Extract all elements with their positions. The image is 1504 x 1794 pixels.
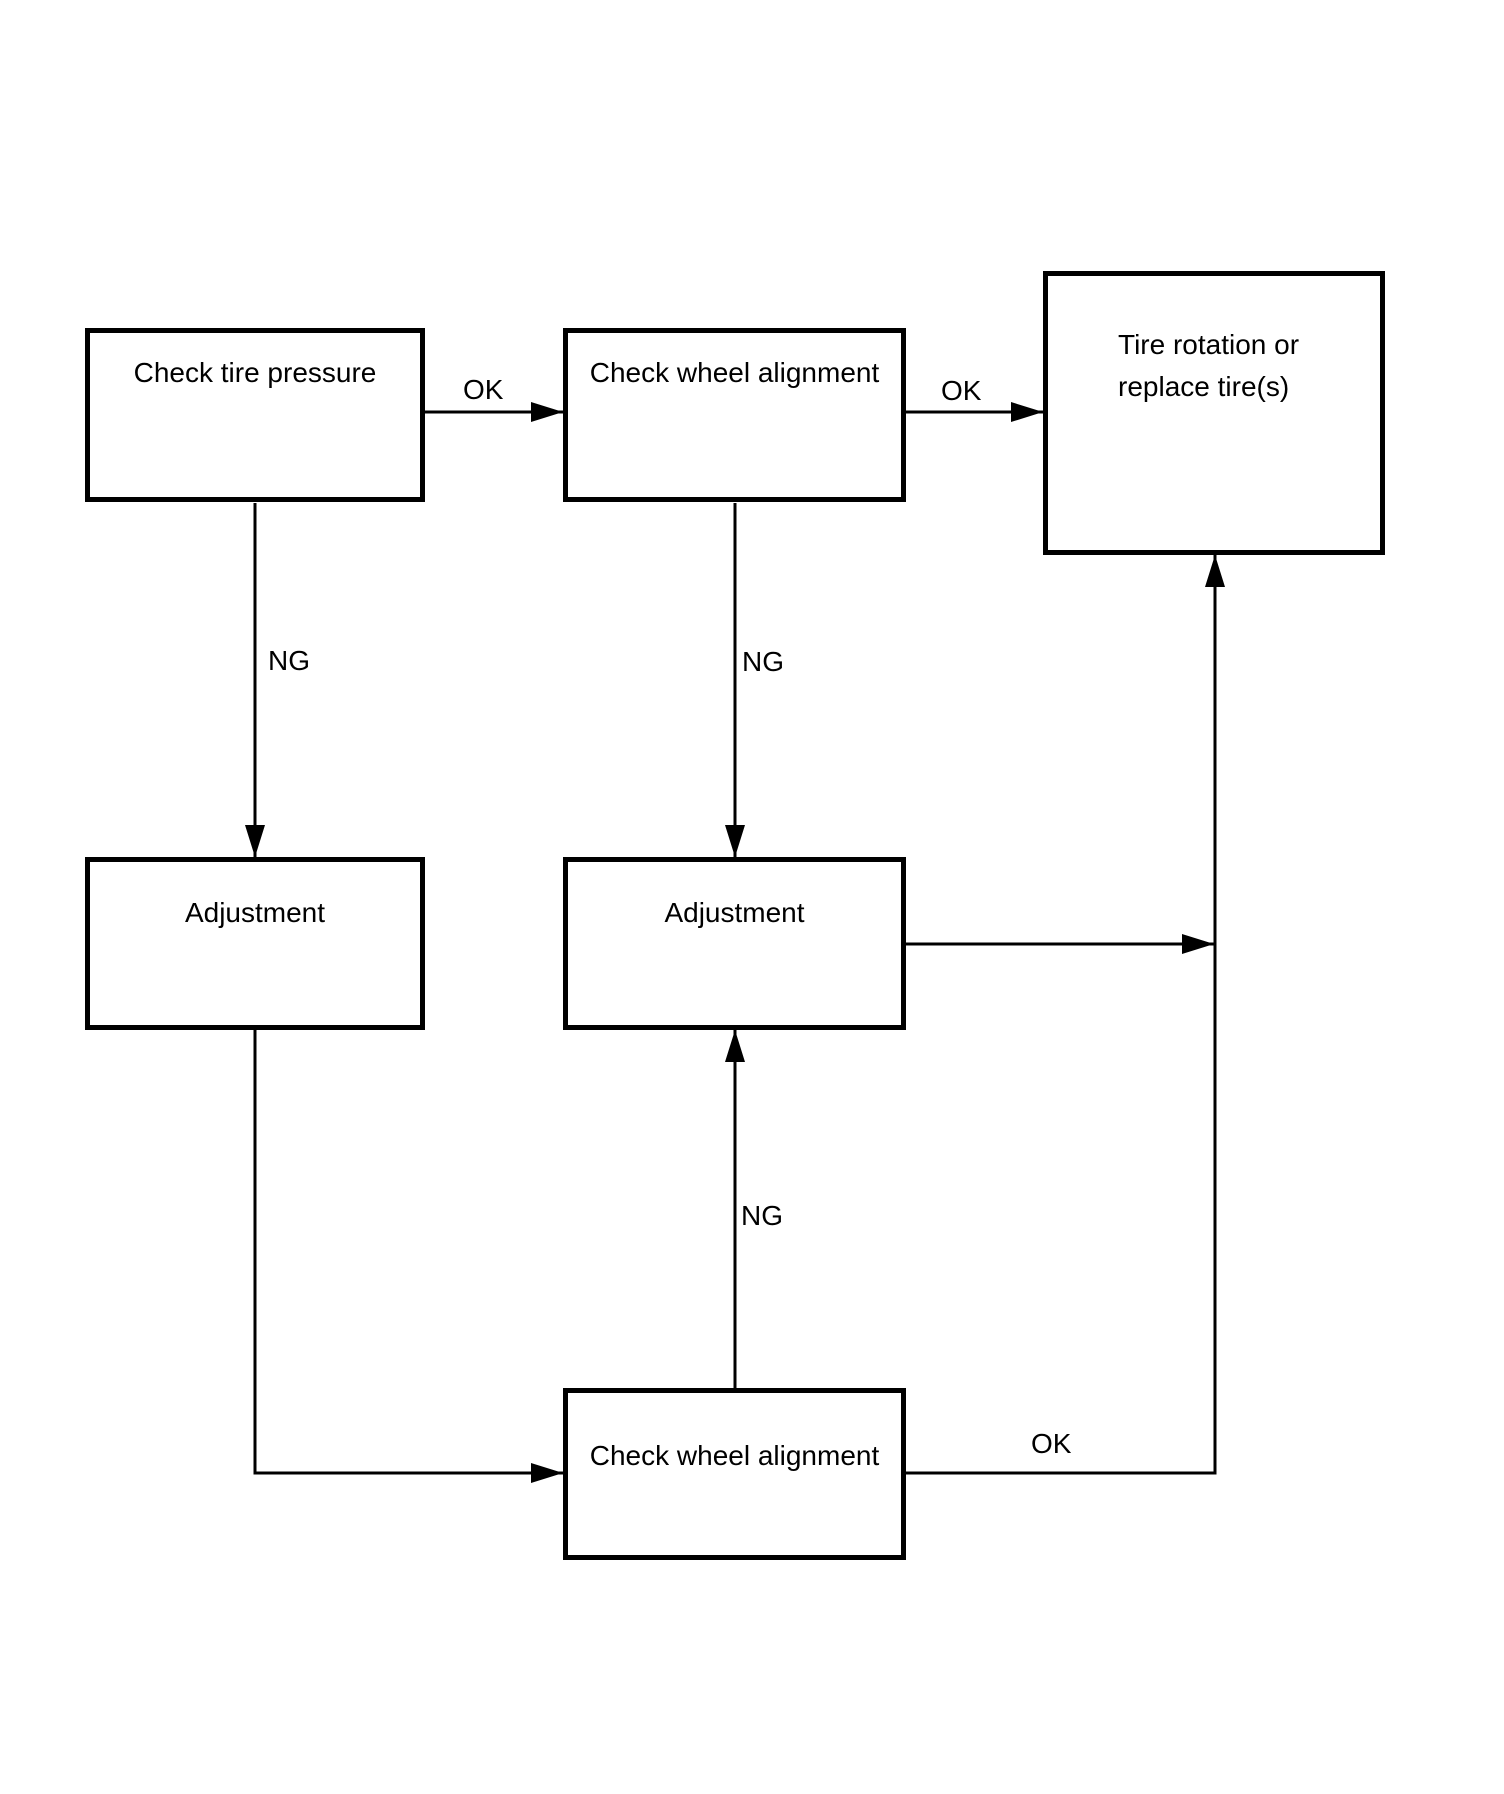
node-label: Check wheel alignment [589, 1440, 880, 1471]
edge-adjustment-left-to-bottom-alignment [253, 1030, 563, 1483]
node-adjustment-left: Adjustment [85, 857, 425, 1030]
node-check-tire-pressure: Check tire pressure [85, 328, 425, 502]
edge-label-ng-pressure: NG [268, 645, 310, 676]
node-label: Tire rotation or replace tire(s) [1118, 324, 1299, 408]
edge-bottom-alignment-ok [906, 555, 1225, 1475]
node-tire-rotation-or-replace: Tire rotation or replace tire(s) [1043, 271, 1385, 555]
edge-label-ng-bottom-alignment: NG [741, 1200, 783, 1231]
node-label: Check wheel alignment [589, 357, 880, 388]
edge-label-ok-bottom-alignment: OK [1031, 1428, 1072, 1459]
node-label: Adjustment [664, 897, 805, 928]
edge-label-ok-pressure: OK [463, 374, 504, 405]
node-label: Adjustment [184, 897, 326, 928]
node-adjustment-center: Adjustment [563, 857, 906, 1030]
node-check-wheel-alignment-bottom: Check wheel alignment [563, 1388, 906, 1560]
edge-label-ok-alignment: OK [941, 375, 982, 406]
edge-label-ng-alignment: NG [742, 646, 784, 677]
node-label-line1: Tire rotation or [1118, 329, 1300, 360]
node-check-wheel-alignment-top: Check wheel alignment [563, 328, 906, 502]
node-label-line2: replace tire(s) [1118, 371, 1290, 402]
node-label: Check tire pressure [133, 357, 377, 388]
